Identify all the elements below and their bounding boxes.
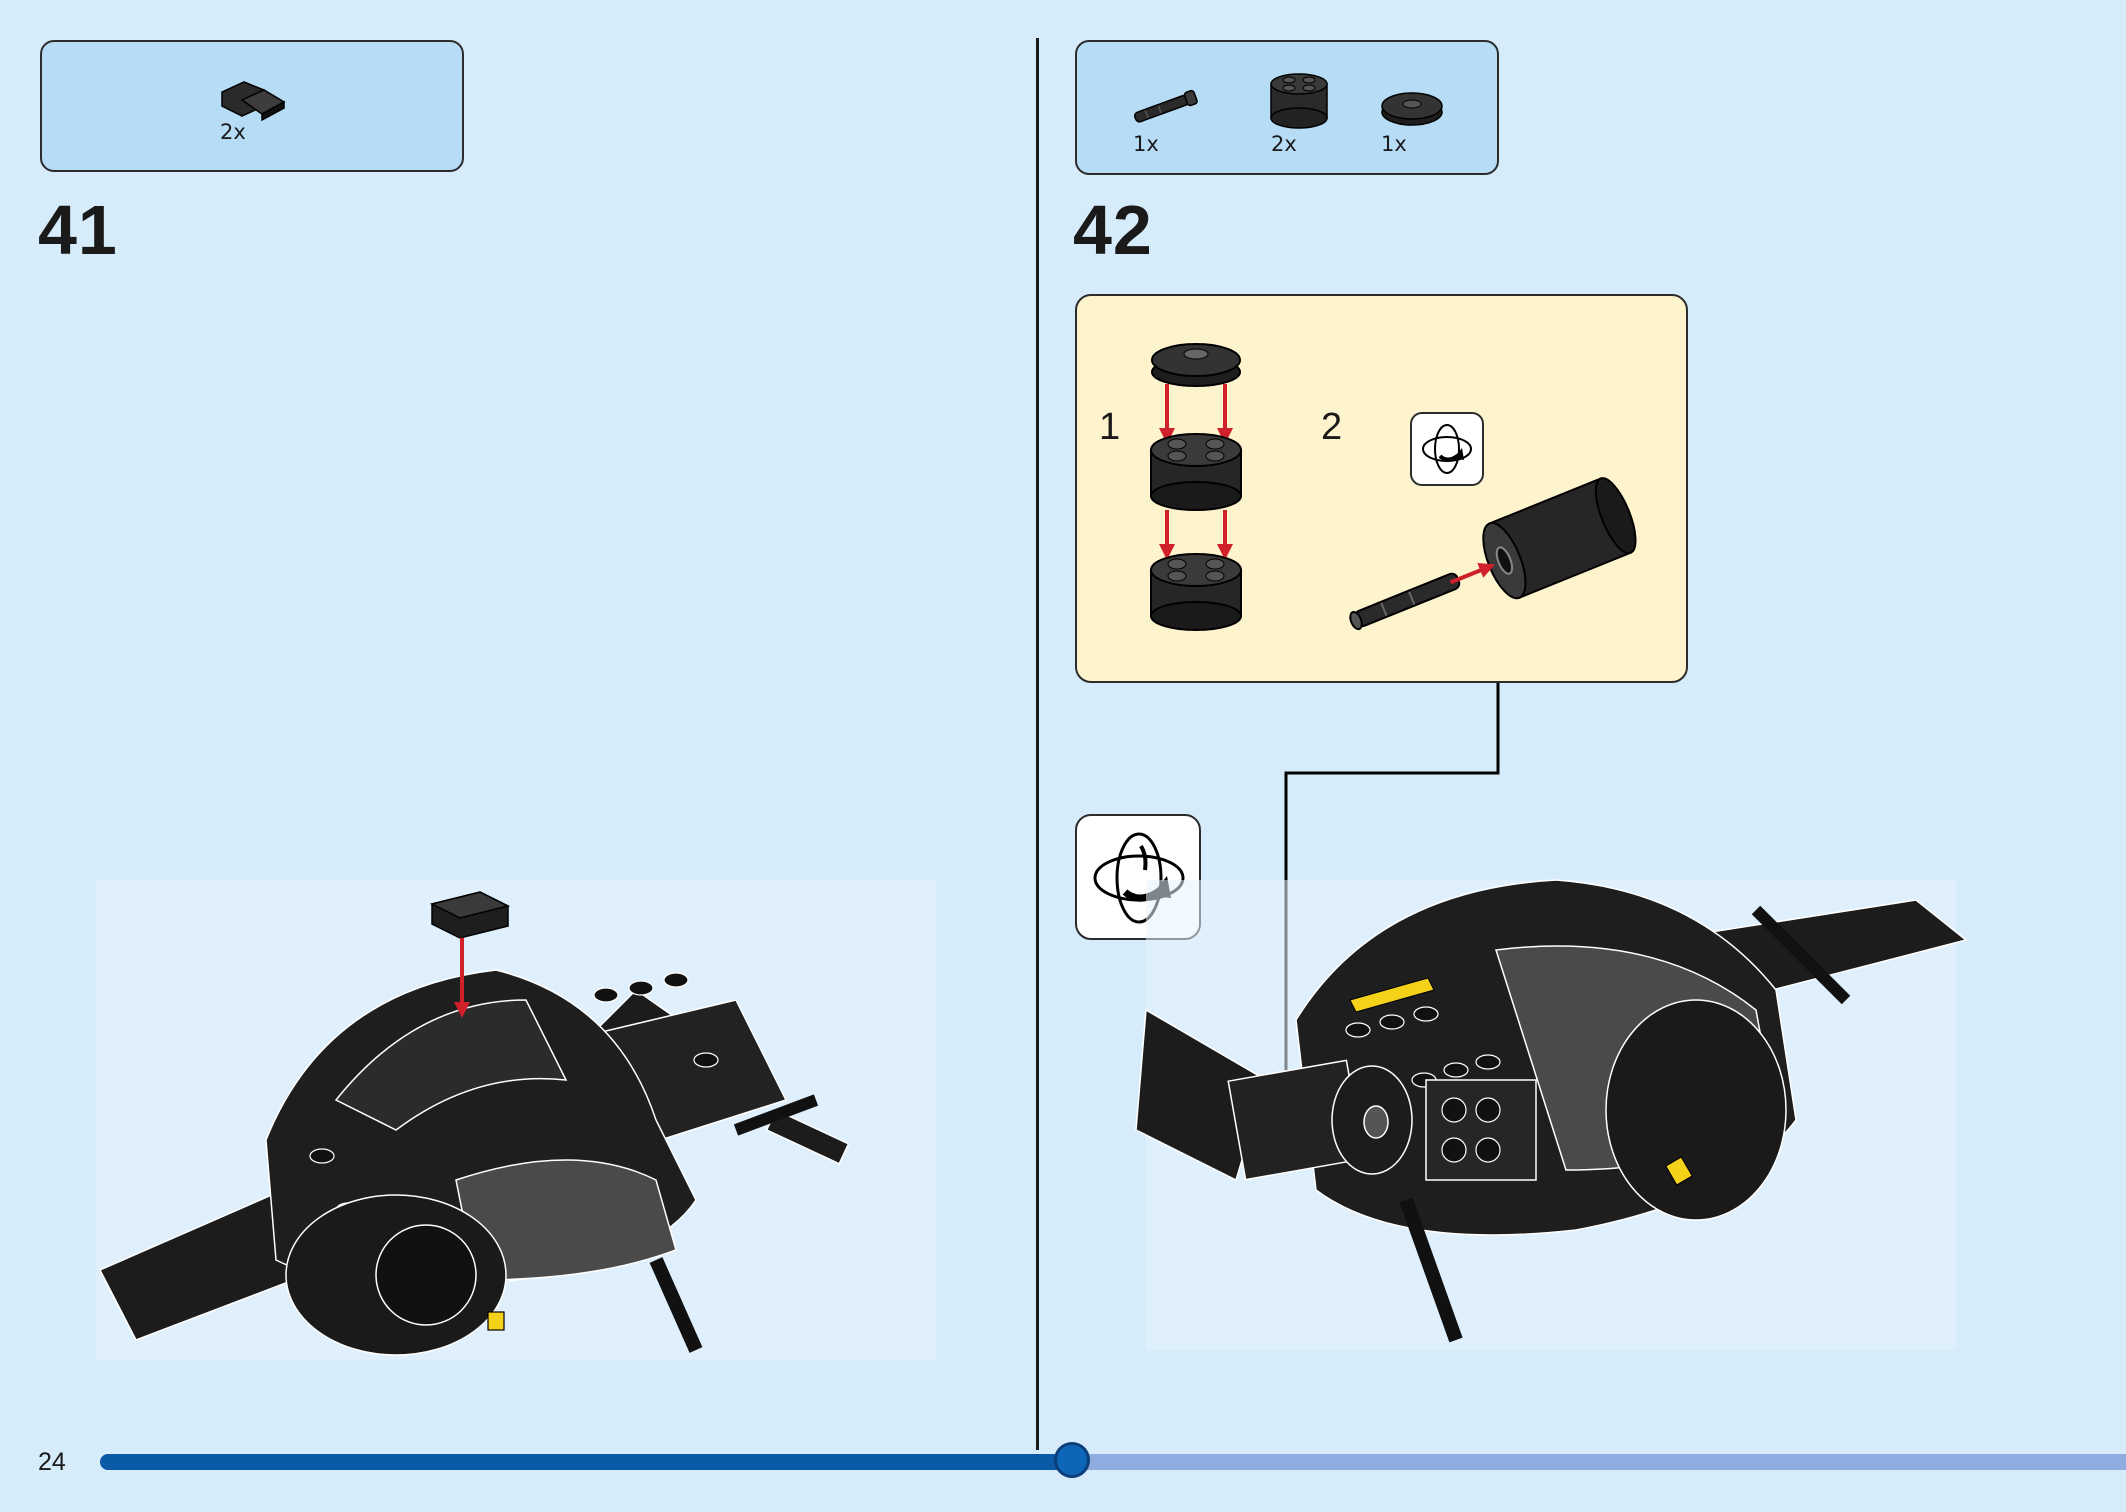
step-41-model-illustration bbox=[96, 880, 936, 1360]
page-number: 24 bbox=[38, 1448, 66, 1476]
part-count: 2x bbox=[1271, 132, 1297, 156]
round-plate-part-icon bbox=[1381, 92, 1443, 126]
sub-assembly-box: 1 2 bbox=[1075, 294, 1688, 683]
rotate-model-icon bbox=[1410, 412, 1484, 486]
round-stack-illustration bbox=[1150, 343, 1242, 631]
step-number: 41 bbox=[38, 191, 118, 269]
rotate-icon bbox=[1422, 424, 1472, 474]
axle-pin-part-icon bbox=[1133, 89, 1198, 123]
part-count: 1x bbox=[1133, 132, 1159, 156]
round-brick-part-icon bbox=[1270, 73, 1328, 129]
page-divider bbox=[1036, 38, 1039, 1450]
part-count: 2x bbox=[220, 120, 246, 144]
substep-number: 1 bbox=[1099, 406, 1121, 448]
step-41-parts-box: 2x bbox=[40, 40, 464, 172]
progress-indicator bbox=[1054, 1442, 1090, 1478]
axle-into-cylinder-illustration bbox=[1349, 477, 1637, 631]
progress-bar-fill bbox=[100, 1454, 1072, 1470]
part-count: 1x bbox=[1381, 132, 1407, 156]
step-number: 42 bbox=[1073, 191, 1153, 269]
substep-number: 2 bbox=[1321, 406, 1343, 448]
slope-brick-part-icon bbox=[221, 81, 286, 122]
step-42-parts-box: 1x 2x 1x bbox=[1075, 40, 1499, 175]
step-42-model-illustration bbox=[1135, 879, 1968, 1350]
progress-bar bbox=[100, 1454, 2126, 1470]
